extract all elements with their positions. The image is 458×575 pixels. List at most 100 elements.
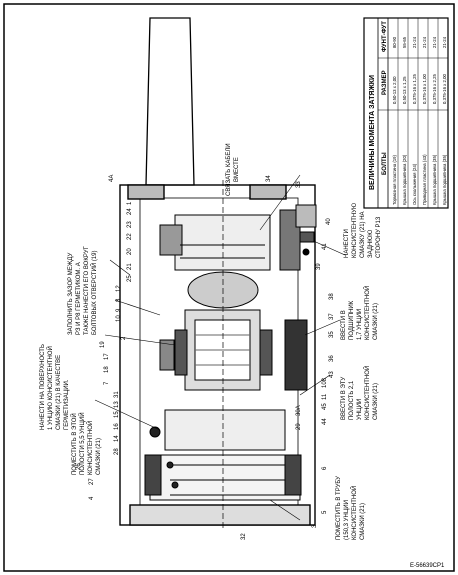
note-line: СТОРОНУ Р13 — [376, 216, 382, 258]
part-label: 1 — [127, 201, 133, 205]
part-label: 36 — [329, 355, 335, 362]
part-label: 24 — [127, 208, 133, 215]
torque-cell: 21-24 — [412, 36, 417, 48]
torque-cell: Тормозная пластина (19) — [392, 154, 397, 205]
note-line: ПОЛОСТЬ 2,1 — [349, 380, 355, 420]
note-line: СМАЗКИ (21) В КАЧЕСТВЕ — [56, 355, 62, 430]
part-label: 5 — [322, 510, 328, 514]
note-line: КОНСИСТЕНТНОЙ — [363, 366, 371, 420]
note-line: 1 УНЦИЮ КОНСИСТЕНТНОЙ — [46, 346, 54, 430]
torque-cell: 21-24 — [442, 36, 447, 48]
fitting-cluster — [295, 204, 317, 256]
part-label: 27 — [89, 478, 95, 485]
note-line: НАНЕСТИ НА ПОВЕРХНОСТЬ — [40, 344, 46, 430]
part-label: 4 — [89, 496, 95, 500]
note-line: БОЛТОВЫХ ОТВЕРСТИЙ (19) — [90, 251, 98, 335]
note-line: СМАЗКУ (21) НА — [360, 211, 366, 258]
note-line: ПОДШИПНИК — [349, 300, 355, 340]
part-label: 15 — [114, 411, 120, 418]
note-line: 1,7 УНЦИИ — [357, 309, 363, 340]
note-line: СМАЗКИ (21) — [360, 503, 366, 540]
torque-cell: 0,375-16 x 1,25 — [412, 74, 417, 104]
torque-table-title: ВЕЛИЧИНЫ МОМЕНТА ЗАТЯЖКИ — [369, 75, 376, 190]
torque-cell: 0,375-16 x 2,25 — [432, 74, 437, 104]
torque-cell: Ось скольжения (24) — [412, 163, 417, 205]
note-line: ЗАДНЮЮ — [368, 230, 374, 258]
leader-lines — [94, 174, 346, 521]
note-bearing-inject: ВВЕСТИ В ПОДШИПНИК 1,7 УНЦИИ КОНСИСТЕНТН… — [341, 286, 379, 340]
part-label: 43 — [329, 371, 335, 378]
part-label: 14 — [114, 435, 120, 442]
note-line: НАНЕСТИ — [344, 229, 350, 258]
torque-header-ftlb: ФУНТ-ФУТ — [382, 21, 388, 52]
part-label: 13 — [114, 401, 120, 408]
note-line: ТАКЖЕ НАНЕСТИ ЕГО ВОКРУГ — [84, 245, 90, 335]
note-line: ЗАПОЛНИТЬ ЗАЗОР МЕЖДУ — [68, 253, 74, 335]
part-label: 18 — [104, 366, 110, 373]
page-border — [3, 3, 455, 572]
bearing-stack — [159, 309, 308, 391]
note-apply-back: НАНЕСТИ КОНСИСТЕНТНУЮ СМАЗКУ (21) НА ЗАД… — [344, 203, 382, 258]
torque-cell: 0,375-16 x 2,00 — [442, 74, 447, 104]
part-label: 45 — [322, 403, 328, 410]
torque-table: ВЕЛИЧИНЫ МОМЕНТА ЗАТЯЖКИ БОЛТЫ РАЗМЕР ФУ… — [363, 17, 449, 209]
shaft — [145, 17, 195, 186]
note-line: СМАЗКИ (21) — [96, 438, 102, 475]
note-line: ВМЕСТЕ — [234, 157, 240, 182]
part-label: 37 — [329, 313, 335, 320]
part-label: 22 — [127, 233, 133, 240]
note-line: УНЦИИ — [357, 399, 363, 420]
part-label: 3 — [312, 524, 318, 528]
torque-header-bolts: БОЛТЫ — [382, 152, 388, 175]
torque-cell: 0,375-16 x 1,00 — [422, 74, 427, 104]
part-label: 40 — [326, 218, 332, 225]
part-label: 41 — [322, 243, 328, 250]
note-line: ПОЛОСТИ 5,5 УНЦИЙ — [78, 412, 86, 475]
part-label: 31 — [114, 391, 120, 398]
note-line: ПОМЕСТИТЬ В ЭТОЙ — [70, 413, 78, 475]
note-pipe: ПОМЕСТИТЬ В ТРУБУ (150,3 УНЦИИ КОНСИСТЕН… — [336, 476, 366, 540]
torque-cell: 80-90 — [392, 36, 397, 48]
note-line: КОНСИСТЕНТНОЙ — [363, 286, 371, 340]
torque-cell: Крышка подшипника (35) — [432, 154, 437, 205]
part-label: 26 — [76, 463, 82, 470]
note-cavity: ПОМЕСТИТЬ В ЭТОЙ ПОЛОСТИ 5,5 УНЦИЙ КОНСИ… — [70, 412, 102, 475]
torque-cell: 21-24 — [432, 36, 437, 48]
torque-cell: 55-65 — [402, 36, 407, 48]
part-label: 2 — [121, 336, 127, 340]
note-line: СМАЗКИ (21) — [373, 303, 379, 340]
part-label: 33 — [296, 181, 302, 188]
part-label: 25 — [127, 275, 133, 282]
note-line: ГЕРМЕТИЗАЦИИ. — [64, 379, 70, 430]
part-label: 30A — [296, 405, 302, 416]
note-cavity-inject: ВВЕСТИ В ЭТУ ПОЛОСТЬ 2,1 УНЦИИ КОНСИСТЕН… — [341, 366, 379, 420]
note-line: ВВЕСТИ В ЭТУ — [341, 377, 347, 420]
part-label: 12 — [116, 285, 122, 292]
note-line: ПОМЕСТИТЬ В ТРУБУ — [336, 476, 342, 540]
part-label: 16 — [114, 423, 120, 430]
torque-cell: 0,50-13 x 2,00 — [392, 76, 397, 104]
part-label: 19 — [100, 341, 106, 348]
part-labels: 4A 1 24 23 22 20 21 25 12 8 9 10 2 19 17… — [76, 175, 335, 540]
note-line: СМАЗКИ (21) — [373, 383, 379, 420]
part-label: 29 — [296, 423, 302, 430]
torque-cell: Крышка подшипника (35) — [442, 154, 447, 205]
part-label: 35 — [329, 331, 335, 338]
gearbox-housing — [119, 184, 316, 526]
part-label: 6 — [322, 466, 328, 470]
upper-gear-group — [159, 209, 301, 309]
part-label: 34 — [266, 175, 272, 182]
part-label: 38 — [329, 293, 335, 300]
part-label: 20 — [127, 248, 133, 255]
note-line: КОНСИСТЕНТНОЙ — [350, 486, 358, 540]
part-label: 7 — [104, 381, 110, 385]
part-label: 10 — [116, 315, 122, 322]
part-label: 4A — [109, 175, 115, 182]
lower-gear-group — [144, 409, 302, 501]
note-line: (150,3 УНЦИИ — [344, 500, 350, 540]
note-line: КОНСИСТЕНТНУЮ — [352, 203, 358, 258]
doc-code: E-56639CP1 — [410, 563, 445, 569]
part-label: 44 — [322, 418, 328, 425]
part-label: 23 — [127, 221, 133, 228]
